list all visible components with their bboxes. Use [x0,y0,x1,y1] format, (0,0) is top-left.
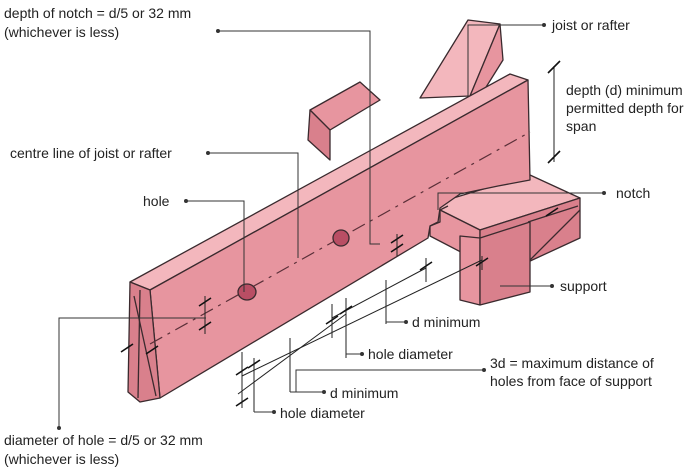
notch-cut [429,205,449,227]
leader-dot-support [550,284,554,288]
main-joist [127,73,531,403]
label-hole: hole [143,193,170,209]
notch-tick-bottom [390,243,404,253]
leader-dot-hole-dia-upper [360,352,364,356]
spacing-dimensions [235,256,489,412]
leader-three-d [295,369,484,392]
rafter-back-side [307,109,331,161]
support-post-front [479,221,531,306]
leader-dot-hole-dia-lower [272,410,276,414]
leader-notch [437,192,604,210]
leader-dot-notch-depth [216,29,220,33]
support-post-left [459,235,481,306]
support-beam [429,174,581,306]
support-face-tick [545,207,559,217]
sp-tick-7 [475,257,489,267]
sp-tick-6 [419,261,433,271]
label-hole-diameter-lower: hole diameter [280,405,365,421]
leader-hole [186,200,245,292]
leader-notch-depth [218,30,380,245]
label-hole-rule-line2: (whichever is less) [4,451,119,467]
label-three-d-line2: holes from face of support [490,373,652,389]
leader-dot-d-min-lower [322,390,326,394]
three-d-dim-line [241,259,483,377]
hole-dia-tick-top [198,297,212,307]
label-support: support [560,278,607,294]
label-d-minimum-upper: d minimum [412,314,480,330]
end-tick-a [120,343,134,353]
end-tick-b [145,345,159,355]
label-notch-depth-line1: depth of notch = d/5 or 32 mm [4,5,191,21]
label-depth-line2: permitted depth for [566,100,684,116]
support-end-grain-a [527,205,579,223]
hole-dia-tick-bottom [198,321,212,331]
background-joist [419,19,504,101]
depth-tick-top [547,60,561,74]
hole-far [332,229,350,247]
label-notch: notch [616,185,650,201]
label-hole-diameter-upper: hole diameter [368,346,453,362]
depth-tick-bottom [547,150,561,164]
support-end-grain-b [527,209,581,263]
leader-dot-d-min-upper [404,320,408,324]
hole-dia-lower-line [237,313,347,395]
label-three-d-line1: 3d = maximum distance of [490,355,654,371]
leader-dot-three-d [482,368,486,372]
hole-diameter-ticks [120,296,212,355]
leader-dot-notch [602,191,606,195]
label-notch-depth-line2: (whichever is less) [4,24,119,40]
leader-hole-rule [58,317,206,428]
text-labels: depth of notch = d/5 or 32 mm (whichever… [4,5,684,467]
label-depth-line1: depth (d) minimum [566,82,683,98]
end-grain-a [133,295,157,397]
hole-near [237,283,257,301]
label-centre-line: centre line of joist or rafter [10,145,172,161]
background-rafter [307,81,381,161]
sp-tick-3 [247,359,261,369]
leaders [57,23,606,430]
depth-dimension [547,60,561,164]
notch-tick-top [390,234,404,244]
leader-dot-hole-rule [57,426,61,430]
sp-tick-1 [235,366,249,376]
leader-dot-hole [184,199,188,203]
notch-depth-ticks [390,207,559,256]
label-hole-rule-line1: diameter of hole = d/5 or 32 mm [4,432,203,448]
label-d-minimum-lower: d minimum [330,385,398,401]
end-grain-b [137,289,141,399]
leader-dot-centre [206,151,210,155]
leader-dot-joist [542,23,546,27]
sp-tick-4 [325,315,339,325]
sp-tick-2 [235,397,249,407]
leader-joist [467,24,544,96]
label-joist-or-rafter: joist or rafter [551,17,630,33]
leader-centre-line [208,152,299,258]
sp-tick-5 [339,305,353,315]
label-depth-line3: span [566,118,596,134]
